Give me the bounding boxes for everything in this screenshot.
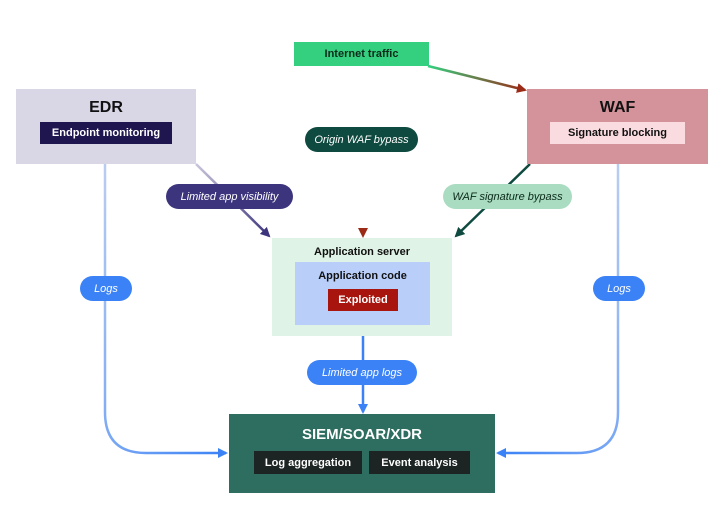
- waf-signature-bypass-text: WAF signature bypass: [452, 190, 563, 203]
- application-code-title: Application code: [318, 270, 407, 282]
- application-server-title: Application server: [314, 246, 410, 258]
- waf-logs-label: Logs: [593, 276, 645, 301]
- siem-title: SIEM/SOAR/XDR: [301, 426, 422, 443]
- origin-waf-bypass-label: Origin WAF bypass: [305, 127, 418, 152]
- exploited-badge: Exploited: [328, 289, 398, 311]
- application-code-box: Application code Exploited: [295, 262, 430, 325]
- edr-logs-label: Logs: [80, 276, 132, 301]
- edge-waf-logs-to-siem: [496, 164, 620, 458]
- edge-edr-logs-to-siem: [103, 164, 228, 458]
- limited-app-logs-text: Limited app logs: [321, 366, 403, 379]
- edr-logs-text: Logs: [94, 282, 118, 295]
- event-analysis-box: Event analysis: [369, 451, 470, 474]
- siem-node: SIEM/SOAR/XDR Log aggregation Event anal…: [229, 414, 495, 493]
- exploited-label: Exploited: [338, 294, 388, 306]
- edr-title: EDR: [89, 99, 123, 116]
- internet-traffic-node: Internet traffic: [294, 42, 429, 66]
- waf-node: WAF Signature blocking: [527, 89, 708, 164]
- signature-blocking-label: Signature blocking: [567, 127, 667, 139]
- waf-signature-bypass-label: WAF signature bypass: [443, 184, 572, 209]
- limited-app-visibility-label: Limited app visibility: [166, 184, 293, 209]
- application-server-node: Application server Application code Expl…: [272, 238, 452, 336]
- edr-node: EDR Endpoint monitoring: [16, 89, 196, 164]
- waf-logs-text: Logs: [607, 282, 631, 295]
- endpoint-monitoring-box: Endpoint monitoring: [40, 122, 172, 144]
- limited-app-logs-label: Limited app logs: [307, 360, 417, 385]
- waf-title: WAF: [599, 99, 636, 116]
- log-aggregation-box: Log aggregation: [254, 451, 362, 474]
- endpoint-monitoring-label: Endpoint monitoring: [51, 127, 161, 139]
- limited-app-visibility-text: Limited app visibility: [180, 190, 279, 203]
- signature-blocking-box: Signature blocking: [550, 122, 685, 144]
- internet-traffic-label: Internet traffic: [324, 48, 399, 60]
- event-analysis-label: Event analysis: [381, 456, 458, 469]
- log-aggregation-label: Log aggregation: [264, 456, 352, 469]
- edge-internet-to-waf: [427, 64, 527, 93]
- origin-waf-bypass-text: Origin WAF bypass: [314, 133, 409, 146]
